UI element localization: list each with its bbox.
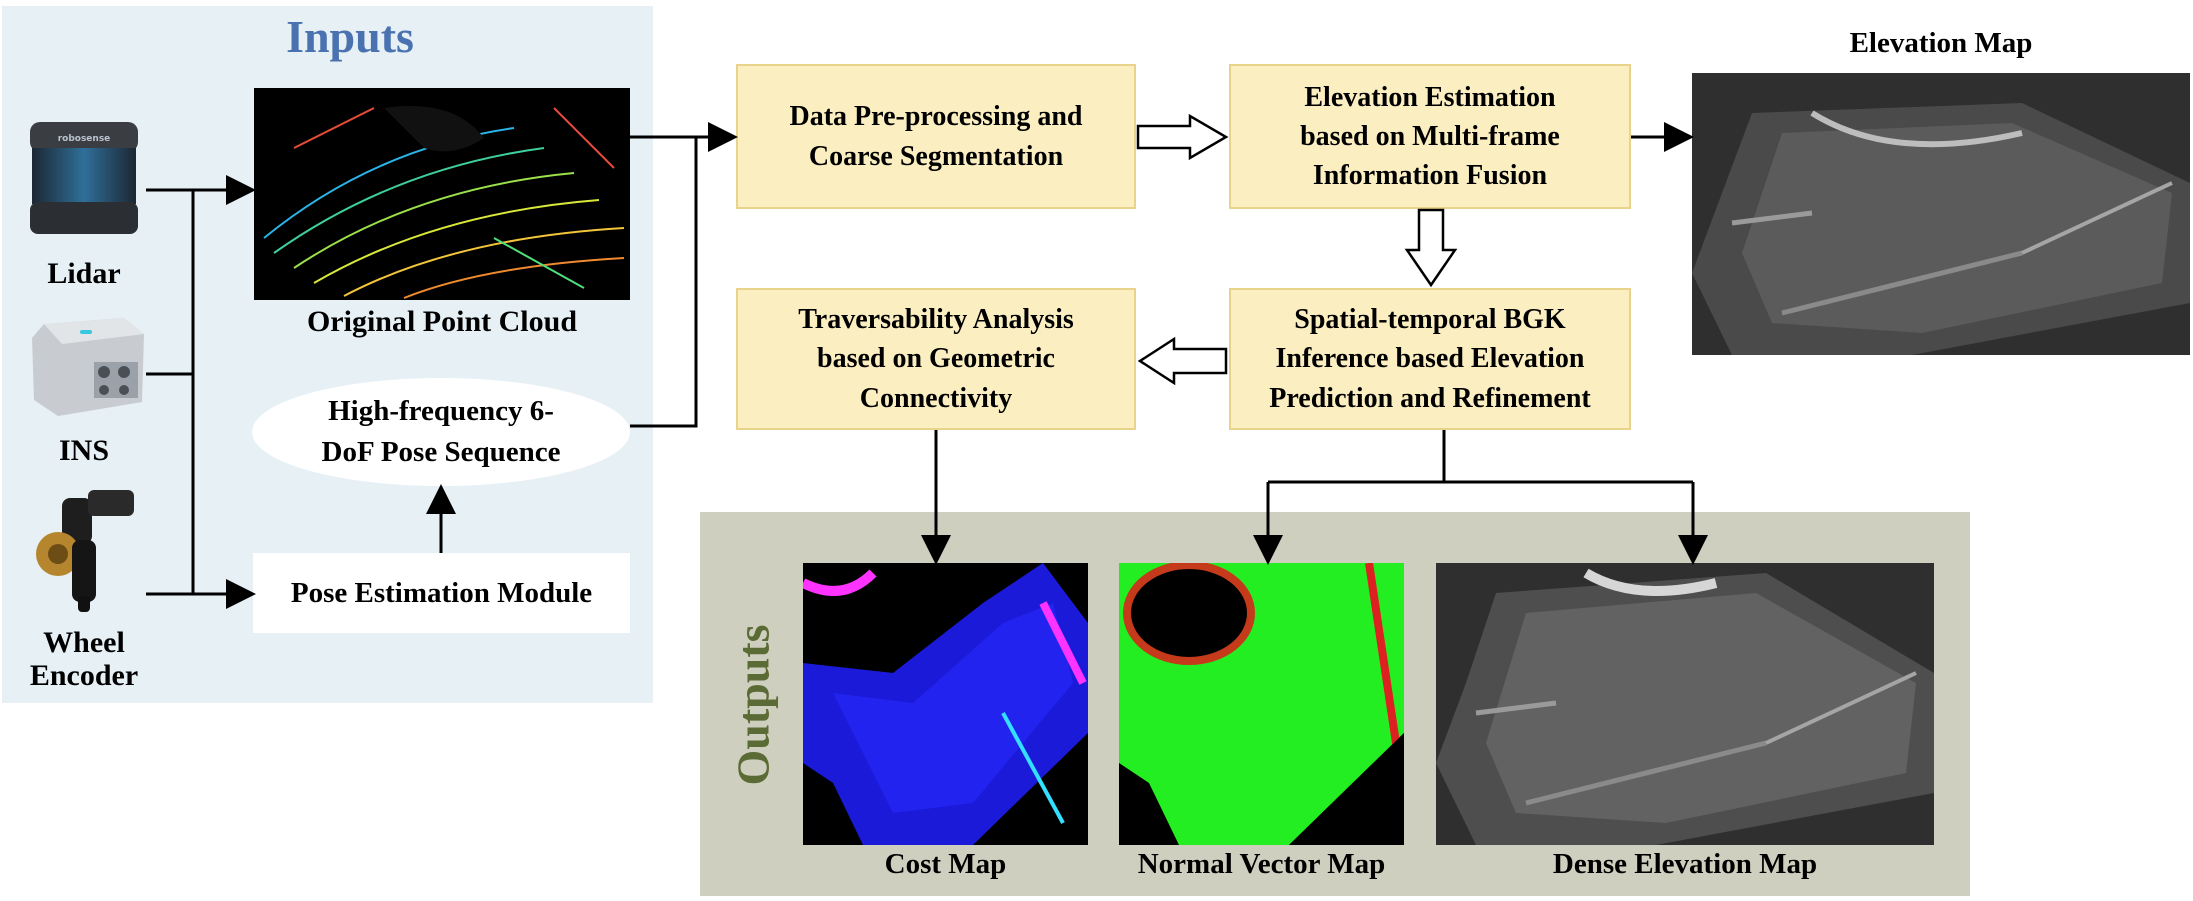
- trav-line3: Connectivity: [859, 382, 1013, 414]
- pose-estimation-module: Pose Estimation Module: [253, 553, 630, 633]
- pose-sequence-line2: DoF Pose Sequence: [321, 436, 561, 468]
- bgk-line1: Spatial-temporal BGK: [1294, 304, 1566, 336]
- cost-map-caption: Cost Map: [884, 848, 1007, 880]
- ins-label: INS: [58, 434, 110, 467]
- point-cloud-caption: Original Point Cloud: [306, 305, 578, 338]
- elevation-estimation-box: Elevation Estimation based on Multi-frame…: [1229, 64, 1631, 209]
- lidar-image: robosense: [24, 118, 144, 240]
- pose-sequence-out: [630, 137, 698, 428]
- elevation-line1: Elevation Estimation: [1304, 81, 1556, 113]
- normal-map-caption: Normal Vector Map: [1137, 848, 1386, 880]
- ins-image: [24, 314, 149, 422]
- traversability-box: Traversability Analysis based on Geometri…: [736, 288, 1136, 430]
- hollow-arrow-preprocess-to-elevation: [1136, 113, 1229, 161]
- pose-sequence-line1: High-frequency 6-: [328, 395, 554, 428]
- normal-vector-map-image: [1119, 563, 1404, 845]
- dense-map-caption: Dense Elevation Map: [1552, 848, 1818, 880]
- preprocessing-line1: Data Pre-processing and: [789, 101, 1083, 133]
- hollow-arrow-bgk-to-traversability: [1137, 336, 1228, 386]
- elevation-line2: based on Multi-frame: [1300, 120, 1560, 152]
- bgk-line2: Inference based Elevation: [1275, 343, 1585, 375]
- bgk-line3: Prediction and Refinement: [1269, 382, 1591, 414]
- preprocessing-line2: Coarse Segmentation: [808, 140, 1064, 172]
- elevation-map-title: Elevation Map: [1849, 27, 2033, 59]
- cost-map-image: [803, 563, 1088, 845]
- elevation-map-image: [1692, 73, 2190, 355]
- dense-elevation-map-image: [1436, 563, 1934, 845]
- pose-sequence-ellipse: High-frequency 6- DoF Pose Sequence: [252, 378, 630, 486]
- hollow-arrow-elevation-to-bgk: [1404, 208, 1458, 288]
- svg-text:robosense: robosense: [58, 134, 111, 144]
- bgk-inference-box: Spatial-temporal BGK Inference based Elev…: [1229, 288, 1631, 430]
- wheel-encoder-label-line2: Encoder: [29, 659, 139, 692]
- lidar-label: Lidar: [47, 257, 121, 290]
- original-point-cloud-image: [254, 88, 630, 300]
- elevation-line3: Information Fusion: [1312, 160, 1548, 192]
- inputs-title: Inputs: [286, 11, 414, 62]
- trav-line1: Traversability Analysis: [798, 304, 1074, 336]
- trav-line2: based on Geometric: [817, 343, 1055, 375]
- wheel-encoder-image: [28, 484, 146, 614]
- wheel-encoder-label-line1: Wheel: [43, 626, 125, 659]
